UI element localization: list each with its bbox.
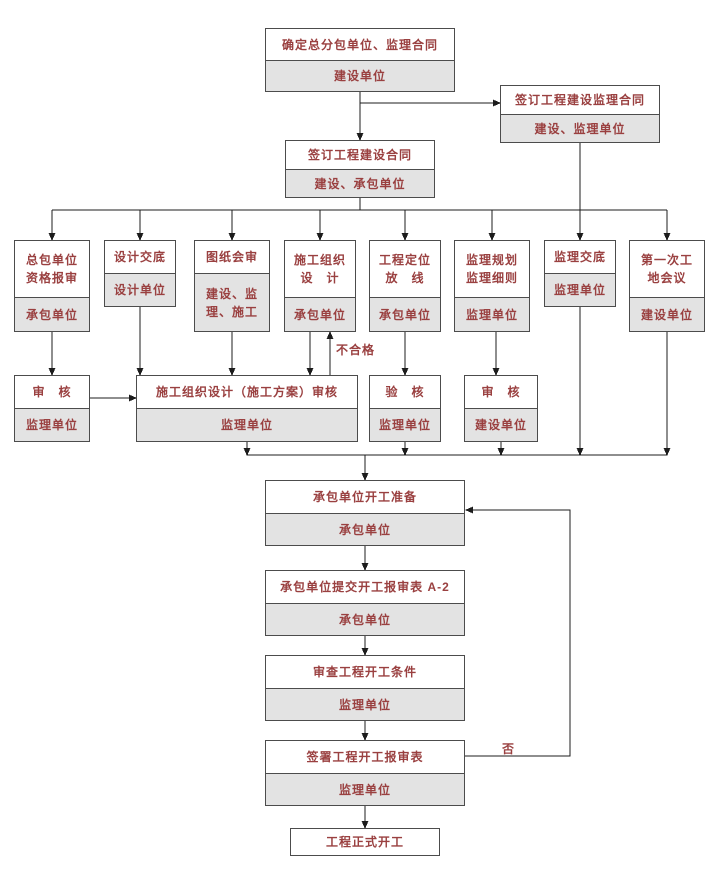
node-title: 工程正式开工 bbox=[325, 835, 404, 849]
node-first-site-meeting: 第一次工 地会议 建设单位 bbox=[629, 240, 705, 332]
node-unit: 建设、监 理、施工 bbox=[195, 273, 269, 331]
node-unit: 监理单位 bbox=[545, 273, 615, 306]
node-title: 验 核 bbox=[385, 385, 425, 399]
node-contractor-preparation: 承包单位开工准备 承包单位 bbox=[265, 480, 465, 546]
node-qualification-report: 总包单位 资格报审 承包单位 bbox=[14, 240, 90, 332]
node-unit: 监理单位 bbox=[15, 408, 89, 441]
node-title: 审 核 bbox=[32, 385, 72, 399]
node-unit: 监理单位 bbox=[370, 408, 440, 441]
node-title: 签署工程开工报审表 bbox=[306, 750, 424, 764]
node-unit: 承包单位 bbox=[266, 603, 464, 635]
connector-no-feedback-loop bbox=[465, 506, 571, 757]
node-unit: 建设、承包单位 bbox=[286, 169, 434, 197]
node-sign-construction-contract: 签订工程建设合同 建设、承包单位 bbox=[285, 140, 435, 198]
node-unit: 承包单位 bbox=[285, 297, 355, 331]
node-org-design-review: 施工组织设计（施工方案）审核 监理单位 bbox=[136, 375, 358, 442]
node-unit: 监理单位 bbox=[137, 408, 357, 441]
node-construction-org-design: 施工组织 设 计 承包单位 bbox=[284, 240, 356, 332]
node-title: 承包单位提交开工报审表 A-2 bbox=[280, 580, 450, 594]
node-unit: 监理单位 bbox=[455, 297, 529, 331]
node-submit-start-form: 承包单位提交开工报审表 A-2 承包单位 bbox=[265, 570, 465, 636]
node-title: 签订工程建设合同 bbox=[307, 148, 412, 162]
label-no: 否 bbox=[502, 742, 516, 756]
node-supervision-plan: 监理规划 监理细则 监理单位 bbox=[454, 240, 530, 332]
node-unit: 监理单位 bbox=[266, 773, 464, 805]
node-title: 确定总分包单位、监理合同 bbox=[281, 37, 438, 52]
node-design-disclosure: 设计交底 设计单位 bbox=[104, 240, 176, 307]
node-check-start-conditions: 审查工程开工条件 监理单位 bbox=[265, 655, 465, 721]
node-title: 审 核 bbox=[481, 385, 521, 399]
node-positioning-lines: 工程定位 放 线 承包单位 bbox=[369, 240, 441, 332]
node-title: 签订工程建设监理合同 bbox=[514, 93, 645, 107]
node-title: 监理规划 监理细则 bbox=[465, 253, 518, 285]
node-title: 承包单位开工准备 bbox=[312, 490, 417, 504]
node-sign-start-form: 签署工程开工报审表 监理单位 bbox=[265, 740, 465, 806]
node-sign-supervision-contract: 签订工程建设监理合同 建设、监理单位 bbox=[500, 85, 660, 143]
node-unit: 承包单位 bbox=[15, 297, 89, 331]
node-official-start: 工程正式开工 bbox=[290, 828, 440, 856]
node-unit: 建设、监理单位 bbox=[501, 114, 659, 142]
node-title: 图纸会审 bbox=[205, 250, 258, 264]
node-title: 工程定位 放 线 bbox=[378, 253, 431, 285]
node-title: 设计交底 bbox=[113, 250, 166, 264]
node-title: 监理交底 bbox=[553, 250, 606, 264]
node-review-supervisor: 审 核 监理单位 bbox=[14, 375, 90, 442]
node-title: 总包单位 资格报审 bbox=[25, 253, 78, 285]
node-unit: 建设单位 bbox=[266, 60, 454, 91]
node-supervision-disclosure: 监理交底 监理单位 bbox=[544, 240, 616, 307]
node-unit: 设计单位 bbox=[105, 273, 175, 306]
label-unqualified: 不合格 bbox=[336, 343, 376, 357]
node-verify: 验 核 监理单位 bbox=[369, 375, 441, 442]
node-title: 施工组织 设 计 bbox=[293, 253, 346, 285]
node-confirm-contract: 确定总分包单位、监理合同 建设单位 bbox=[265, 28, 455, 92]
node-unit: 建设单位 bbox=[465, 408, 537, 441]
node-review-owner: 审 核 建设单位 bbox=[464, 375, 538, 442]
node-title: 审查工程开工条件 bbox=[312, 665, 417, 679]
node-unit: 承包单位 bbox=[370, 297, 440, 331]
node-title: 第一次工 地会议 bbox=[640, 253, 693, 285]
node-title: 施工组织设计（施工方案）审核 bbox=[155, 385, 338, 399]
node-drawing-review: 图纸会审 建设、监 理、施工 bbox=[194, 240, 270, 332]
node-unit: 承包单位 bbox=[266, 513, 464, 545]
node-unit: 监理单位 bbox=[266, 688, 464, 720]
node-unit: 建设单位 bbox=[630, 297, 704, 331]
